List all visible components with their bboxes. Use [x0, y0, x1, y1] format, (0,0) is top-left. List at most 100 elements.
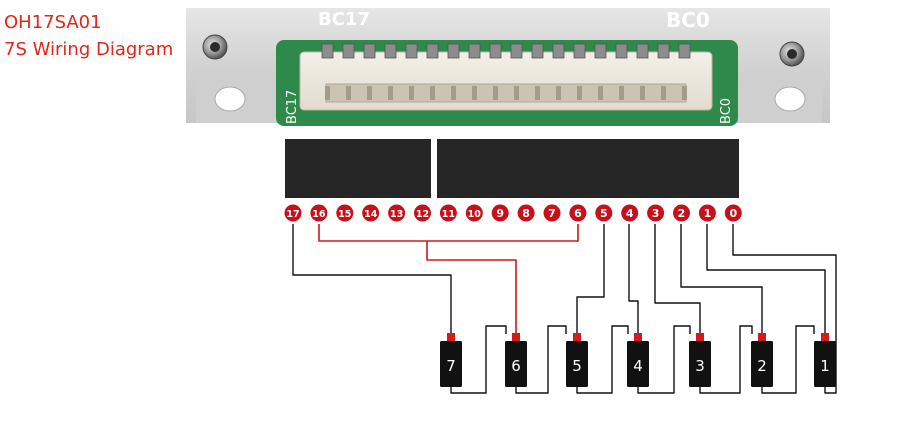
cell-label: 4: [633, 357, 643, 375]
pin-badge-17: 17: [284, 204, 302, 222]
pin-badge-label: 4: [626, 207, 634, 220]
pin-badge-label: 9: [496, 207, 504, 220]
mount-hole-left: [214, 86, 246, 112]
pin-badge-1: 1: [698, 204, 716, 222]
cell-positive-terminal: [696, 333, 704, 341]
pin-badge-label: 0: [729, 207, 737, 220]
pin-badge-label: 10: [468, 209, 482, 220]
connector-contact: [615, 43, 628, 59]
cell-positive-terminal: [634, 333, 642, 341]
cell-label: 1: [820, 357, 830, 375]
pin-badge-circle: [647, 204, 665, 222]
wire-pin2-to-cell2: [680, 224, 763, 334]
pin-badge-label: 11: [442, 209, 455, 220]
cell-body: [566, 341, 588, 387]
pin-badge-label: 15: [338, 209, 351, 220]
series-link-4-3: [637, 325, 691, 394]
pin-badge-6: 6: [569, 204, 587, 222]
connector-contact-slot: [472, 86, 477, 100]
pin-badge-circle: [621, 204, 639, 222]
wire-pin17-to-cell7: [292, 224, 452, 334]
battery-cell-3: 3: [689, 333, 711, 387]
connector-contact: [321, 43, 334, 59]
series-link-6-5: [515, 325, 567, 394]
pin-badge-7: 7: [543, 204, 561, 222]
connector-contact-slot: [619, 86, 624, 100]
pin-badge-label: 8: [522, 207, 530, 220]
pin-badge-14: 14: [362, 204, 380, 222]
connector-contact-slot: [682, 86, 687, 100]
connector-label-bar-right: [437, 139, 739, 198]
connector-contact-slot: [556, 86, 561, 100]
pin-badge-circle: [673, 204, 690, 222]
connector-contact: [468, 43, 481, 59]
cell-label: 7: [446, 357, 456, 375]
cell-positive-terminal: [447, 333, 455, 341]
cell-body: [627, 341, 649, 387]
connector-contact-slot: [346, 86, 351, 100]
pin-badge-10: 10: [465, 204, 483, 222]
battery-cell-7: 7: [440, 333, 462, 387]
pin-badge-9: 9: [491, 204, 509, 222]
battery-cell-1: 1: [814, 333, 836, 387]
red-wire-bus: [318, 224, 579, 242]
wire-pin3-to-cell3: [654, 224, 701, 334]
connector-contact-slot: [367, 86, 372, 100]
pin-badge-label: 1: [704, 207, 712, 220]
connector-contact: [636, 43, 649, 59]
connector-contact-slot: [388, 86, 393, 100]
pin-badge-circle: [543, 204, 561, 222]
connector-contact: [678, 43, 691, 59]
cell-body: [751, 341, 773, 387]
connector-contact-slot: [598, 86, 603, 100]
connector-contact: [363, 43, 376, 59]
connector-contact-slot: [535, 86, 540, 100]
series-link-2-1: [761, 325, 815, 394]
connector-contact: [531, 43, 544, 59]
wire-pin0-to-cell1-negative: [732, 224, 837, 394]
pin-badge-label: 17: [286, 209, 299, 220]
connector-contact: [489, 43, 502, 59]
connector-contact-slot: [451, 86, 456, 100]
connector-contacts: [321, 43, 691, 100]
wire-pin1-to-cell1: [706, 224, 826, 334]
battery-cell-4: 4: [627, 333, 649, 387]
pin-badge-circle: [724, 204, 742, 222]
connector-contact-slot: [514, 86, 519, 100]
pin-badge-label: 2: [678, 207, 686, 220]
connector-contact: [573, 43, 586, 59]
pin-badge-label: 5: [600, 207, 608, 220]
connector-slot: [325, 83, 687, 103]
pin-badge-circle: [465, 204, 483, 222]
connector-contact-slot: [640, 86, 645, 100]
cell-positive-terminal: [573, 333, 581, 341]
connector-contact: [594, 43, 607, 59]
connector-contact-slot: [493, 86, 498, 100]
connector-label-bar-left: [285, 139, 431, 198]
wires: [292, 224, 837, 394]
pin-badge-circle: [569, 204, 587, 222]
series-link-3-2: [699, 325, 753, 394]
pcb-label-bc0: BC0: [719, 98, 734, 124]
pcb-label-bc17: BC17: [285, 90, 300, 124]
pin-badge-circle: [388, 204, 406, 222]
red-wire-to-cell-6: [426, 241, 517, 334]
cell-positive-terminal: [512, 333, 520, 341]
cell-positive-terminal: [758, 333, 766, 341]
pin-badge-circle: [284, 204, 302, 222]
wire-pin4-to-cell4: [628, 224, 639, 334]
metal-tab-right: [728, 82, 822, 123]
bms-board: BC17 BC0 BC17 BC0: [186, 8, 830, 126]
cell-positive-terminal: [821, 333, 829, 341]
pin-badge-label: 6: [574, 207, 582, 220]
pin-badge-11: 11: [439, 204, 457, 222]
pin-badge-0: 0: [724, 204, 742, 222]
pin-badge-label: 16: [312, 209, 326, 220]
pin-badge-circle: [595, 204, 613, 222]
connector-contact-slot: [577, 86, 582, 100]
cell-body: [814, 341, 836, 387]
pin-badge-label: 7: [548, 207, 556, 220]
board-label-bc0: BC0: [666, 8, 710, 32]
